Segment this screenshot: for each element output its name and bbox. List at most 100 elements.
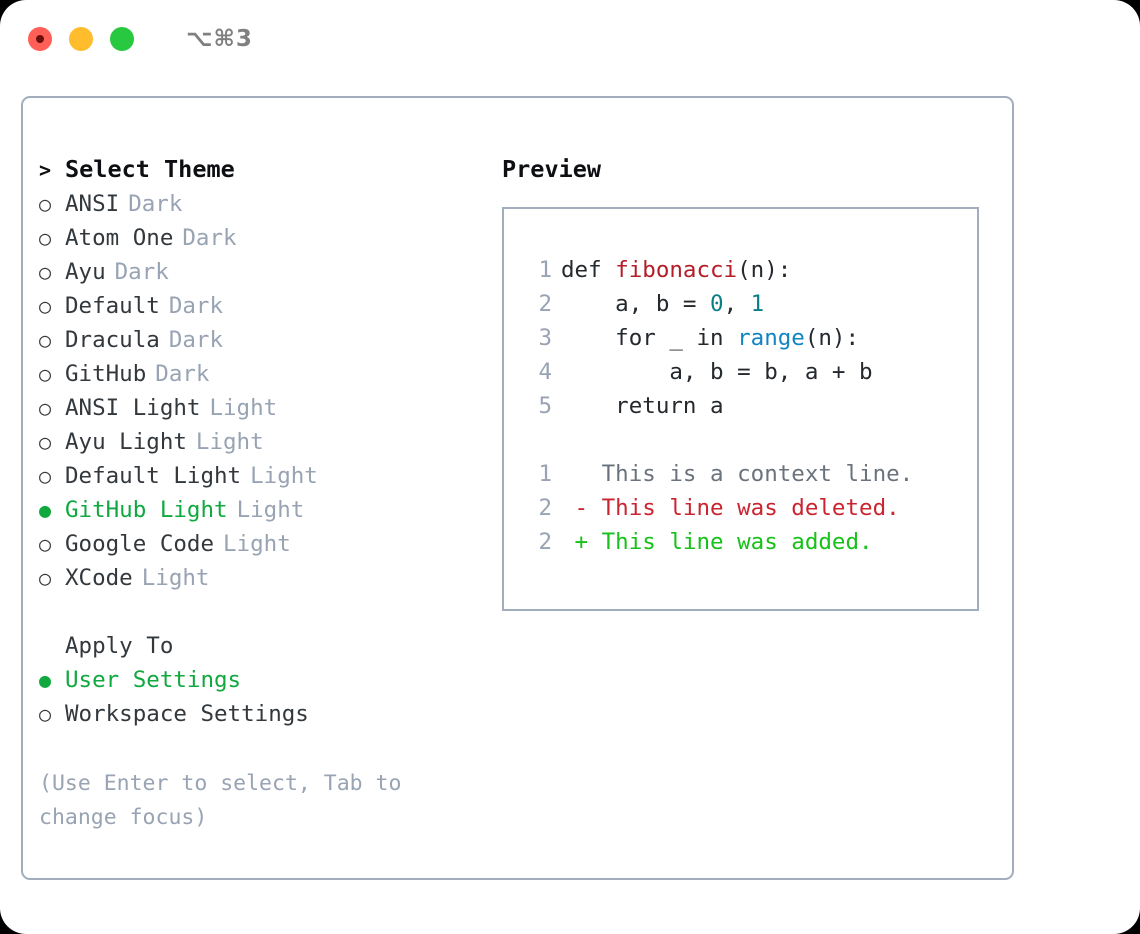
theme-option-label: Ayu Light <box>65 429 187 455</box>
theme-option-label: Atom One <box>65 225 174 251</box>
theme-option-label: Ayu <box>65 259 106 285</box>
theme-option-dracula[interactable]: ○ Dracula Dark <box>39 323 489 357</box>
code-token-plain: (n): <box>804 325 860 351</box>
theme-option-label: Default <box>65 293 160 319</box>
radio-unselected-icon: ○ <box>39 362 52 386</box>
diff-line-text: This line was deleted. <box>601 495 900 521</box>
radio-unselected-icon: ○ <box>39 464 52 488</box>
code-token-plain: return a <box>561 393 724 419</box>
list-spacer <box>39 595 489 629</box>
code-line-number: 5 <box>538 393 552 419</box>
radio-unselected-icon: ○ <box>39 566 52 590</box>
theme-variant-badge: Dark <box>114 259 169 285</box>
code-token-plain: for _ in <box>561 325 738 351</box>
theme-variant-badge: Light <box>209 395 278 421</box>
apply-to-heading: Apply To <box>65 633 174 659</box>
theme-option-ansi[interactable]: ○ ANSI Dark <box>39 187 489 221</box>
theme-option-label: ANSI Light <box>65 395 201 421</box>
radio-selected-icon: ● <box>39 498 52 522</box>
radio-selected-icon: ● <box>39 668 52 692</box>
diff-sign: - <box>561 495 602 521</box>
radio-unselected-icon: ○ <box>39 430 52 454</box>
select-theme-heading-label: Select Theme <box>65 155 235 183</box>
theme-option-label: GitHub <box>65 361 147 387</box>
theme-variant-badge: Dark <box>128 191 183 217</box>
theme-option-xcode[interactable]: ○ XCode Light <box>39 561 489 595</box>
code-line: 3 for _ in range(n): <box>524 321 977 355</box>
apply-to-option-workspace-settings[interactable]: ○ Workspace Settings <box>39 697 489 731</box>
traffic-lights <box>28 27 134 51</box>
code-token-function: fibonacci <box>615 257 738 283</box>
theme-option-label: Dracula <box>65 327 160 353</box>
theme-option-ayu[interactable]: ○ Ayu Dark <box>39 255 489 289</box>
select-theme-heading: > Select Theme <box>39 152 489 187</box>
code-line-number: 1 <box>538 257 552 283</box>
maximize-button[interactable] <box>110 27 134 51</box>
code-line-number: 4 <box>538 359 552 385</box>
diff-sign: + <box>561 529 602 555</box>
code-token-number: 1 <box>750 291 765 317</box>
code-line-number: 2 <box>538 291 552 317</box>
apply-to-list: ● User Settings ○ Workspace Settings <box>39 663 489 731</box>
minimize-button[interactable] <box>69 27 93 51</box>
preview-heading: Preview <box>502 155 602 183</box>
diff-line-text: This is a context line. <box>601 461 914 487</box>
theme-option-label: Default Light <box>65 463 242 489</box>
diff-line-number: 1 <box>538 461 552 487</box>
theme-variant-badge: Light <box>141 565 210 591</box>
apply-to-option-label: Workspace Settings <box>65 701 309 727</box>
theme-variant-badge: Dark <box>168 293 224 319</box>
code-token-plain: a, b = <box>561 291 711 317</box>
keyboard-shortcut-label: ⌥⌘3 <box>186 26 253 52</box>
code-token-plain: a, b = b, a + b <box>561 359 873 385</box>
radio-unselected-icon: ○ <box>39 294 52 318</box>
diff-sign <box>561 457 602 491</box>
theme-variant-badge: Light <box>236 497 305 523</box>
theme-option-label: ANSI <box>65 191 120 217</box>
code-line: 5 return a <box>524 389 977 423</box>
code-line: 4 a, b = b, a + b <box>524 355 977 389</box>
diff-line-number: 2 <box>538 529 552 555</box>
code-token-call: range <box>737 325 805 351</box>
theme-option-default[interactable]: ○ Default Dark <box>39 289 489 323</box>
code-line-number: 3 <box>538 325 552 351</box>
code-token-plain: (n): <box>737 257 792 283</box>
theme-option-default-light[interactable]: ○ Default Light Light <box>39 459 489 493</box>
theme-variant-badge: Light <box>223 531 291 557</box>
diff-line-text: This line was added. <box>601 529 873 555</box>
radio-unselected-icon: ○ <box>39 702 52 726</box>
apply-to-option-user-settings[interactable]: ● User Settings <box>39 663 489 697</box>
prompt-caret-icon: > <box>39 158 52 182</box>
theme-option-label: Google Code <box>65 531 215 557</box>
theme-variant-badge: Dark <box>168 327 224 353</box>
theme-option-label: XCode <box>65 565 133 591</box>
radio-unselected-icon: ○ <box>39 328 52 352</box>
theme-variant-badge: Dark <box>182 225 237 251</box>
theme-variant-badge: Light <box>250 463 318 489</box>
radio-unselected-icon: ○ <box>39 192 52 216</box>
code-diff-spacer <box>524 423 977 457</box>
code-token-number: 0 <box>710 291 724 317</box>
diff-line-context: 1 This is a context line. <box>524 457 977 491</box>
keyboard-hint-text: (Use Enter to select, Tab to change focu… <box>39 771 415 830</box>
code-line: 2 a, b = 0, 1 <box>524 287 977 321</box>
apply-to-option-label: User Settings <box>65 667 242 693</box>
diff-sample: 1 This is a context line. 2 - This line w… <box>524 457 977 559</box>
theme-variant-badge: Dark <box>155 361 210 387</box>
close-button[interactable] <box>28 27 52 51</box>
radio-unselected-icon: ○ <box>39 260 52 284</box>
theme-option-github[interactable]: ○ GitHub Dark <box>39 357 489 391</box>
